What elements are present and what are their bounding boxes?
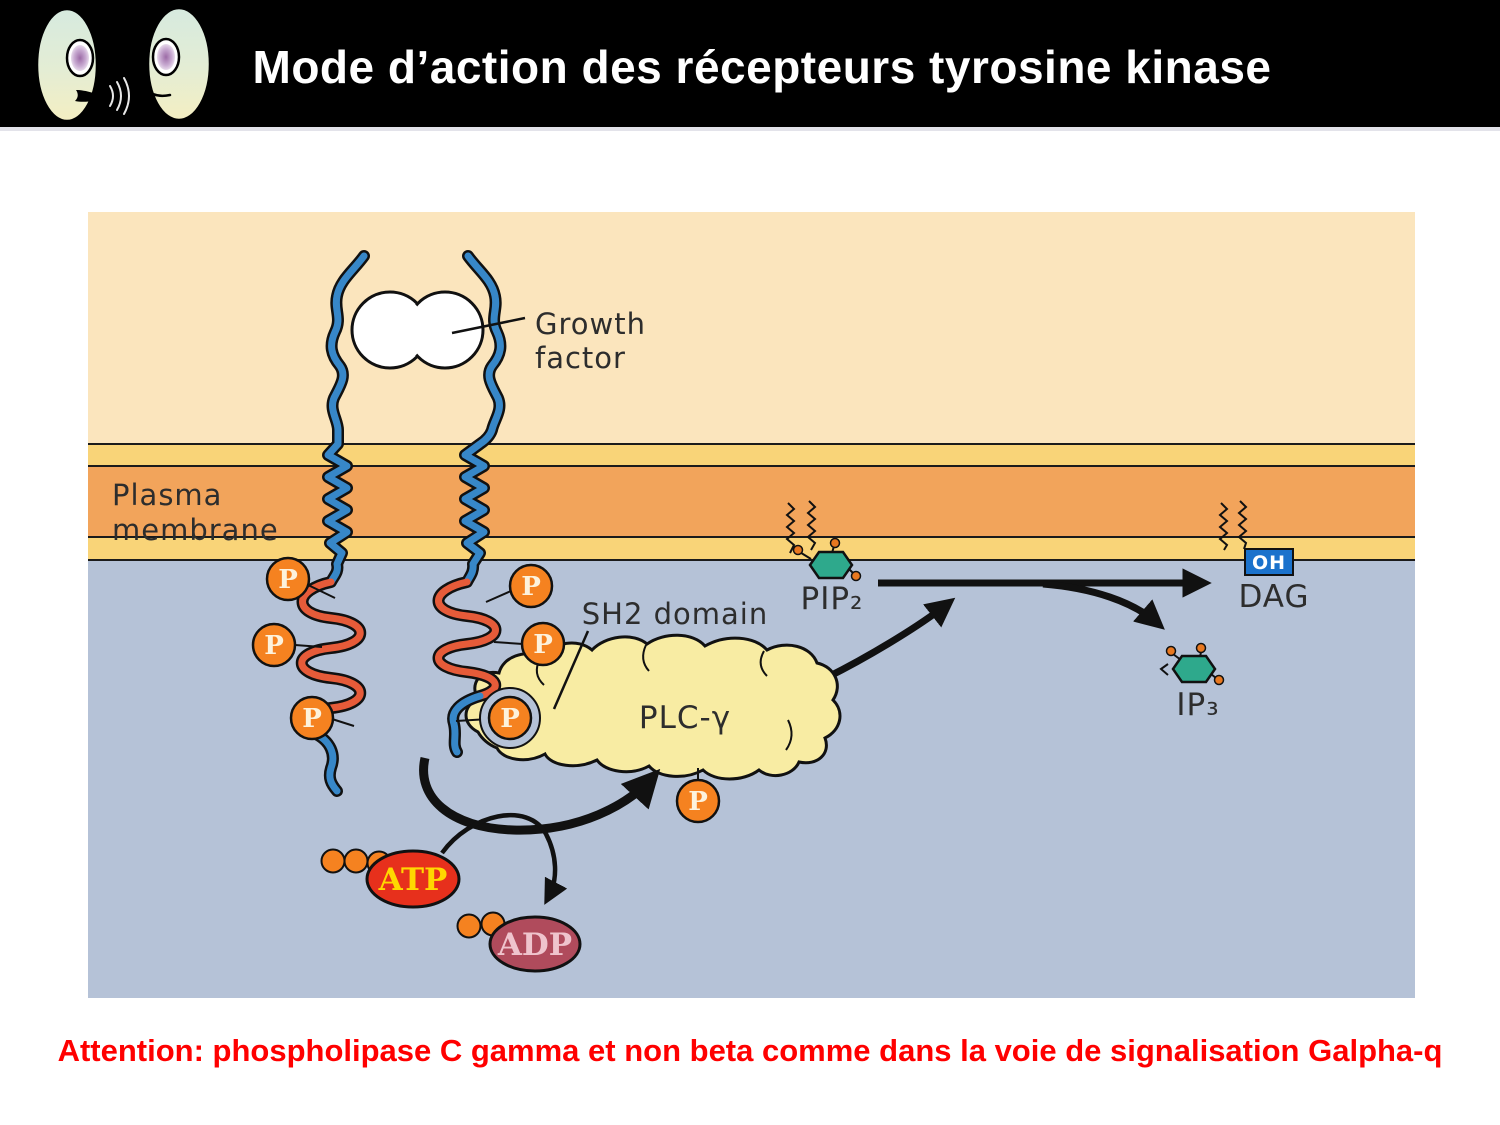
receptor-right: [432, 250, 507, 758]
right-cell: [145, 6, 212, 122]
dag-label: DAG: [1238, 579, 1309, 615]
svg-text:P: P: [533, 630, 553, 660]
pip2-molecule: PIP₂: [785, 500, 864, 617]
atp-molecule: ATP: [320, 848, 461, 909]
oh-label: OH: [1252, 552, 1286, 574]
adp-molecule: ADP: [456, 911, 582, 973]
left-cell: [35, 7, 105, 123]
plasma-membrane: [88, 212, 1415, 998]
growth-factor-label-line2: factor: [535, 341, 626, 375]
atp-label: ATP: [378, 862, 448, 898]
oh-tag: [1244, 548, 1294, 576]
phosphate-badge-sh2-pocket: P: [479, 687, 541, 749]
phosphate-badge: P: [520, 621, 566, 667]
phosphate-badge: P: [289, 695, 335, 741]
adp-label: ADP: [497, 927, 572, 963]
arrow-plc-to-pip2: [824, 597, 956, 682]
arrow-phosphorylation: [419, 756, 661, 835]
mouth-beak: [75, 90, 105, 102]
rtk-pathway-figure: Plasma membrane PIP₂ OH DAG: [88, 212, 1415, 998]
plc-gamma-label: PLC-γ: [639, 700, 731, 736]
sound-waves-icon: [109, 77, 130, 115]
rtk-pathway-svg: Plasma membrane PIP₂ OH DAG: [88, 212, 1415, 998]
sh2-domain-label: SH2 domain: [582, 597, 769, 631]
ip3-molecule: IP₃: [1159, 642, 1225, 723]
right-mouth: [145, 88, 172, 98]
svg-text:P: P: [521, 572, 541, 602]
pip2-label: PIP₂: [801, 581, 864, 617]
phosphate-badge: P: [251, 622, 297, 668]
growth-factor-pointer-line: [451, 316, 526, 335]
growth-factor-label-line1: Growth: [535, 307, 646, 341]
arrow-to-ip3: [1042, 580, 1165, 630]
dag-molecule: OH DAG: [1218, 500, 1309, 615]
sh2-pointer-line: [552, 630, 590, 710]
arrow-atp-to-adp: [440, 812, 568, 905]
growth-factor-dimer: [350, 290, 485, 370]
svg-text:P: P: [264, 631, 284, 661]
svg-text:P: P: [688, 787, 708, 817]
caption-warning: Attention: phospholipase C gamma et non …: [57, 1033, 1443, 1068]
slide-title: Mode d’action des récepteurs tyrosine ki…: [252, 41, 1272, 93]
svg-text:P: P: [278, 565, 298, 595]
talking-cells-logo: [35, 6, 212, 123]
phosphate-badge: P: [265, 556, 311, 602]
header-bar: Mode d’action des récepteurs tyrosine ki…: [0, 0, 1500, 131]
plc-gamma-enzyme: PLC-γ: [464, 633, 842, 781]
phosphate-badge: P: [508, 563, 554, 609]
svg-text:P: P: [500, 704, 520, 734]
svg-text:P: P: [302, 704, 322, 734]
phosphate-badge-on-plc: P: [675, 778, 721, 824]
ip3-label: IP₃: [1176, 687, 1219, 723]
plasma-membrane-label-line1: Plasma: [112, 478, 222, 512]
plasma-membrane-label-line2: membrane: [112, 513, 279, 547]
